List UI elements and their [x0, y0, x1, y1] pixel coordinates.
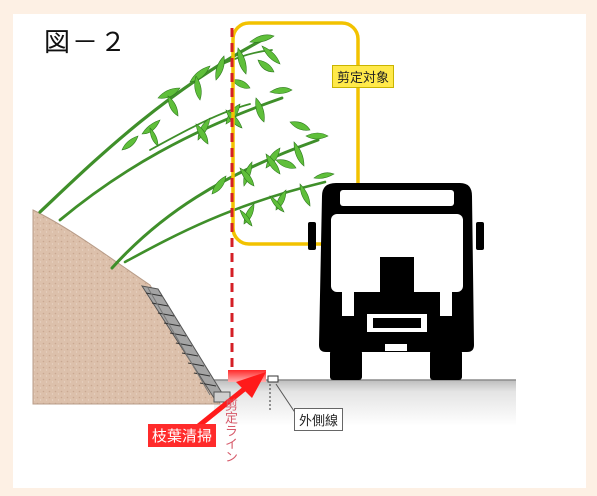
outer-line-label: 外側線 [294, 408, 344, 431]
bamboo-stem [38, 38, 327, 270]
retaining-wall [140, 285, 231, 403]
branch-leaf-cleaning-label: 枝葉清掃 [148, 424, 217, 447]
pruning-line-label: 剪定ライン [222, 398, 237, 463]
bamboo-plants [38, 34, 335, 270]
red-arrow-icon [193, 372, 266, 431]
figure-title: 図－２ [44, 28, 129, 58]
road-surface [214, 380, 516, 426]
outer-line-marker [267, 375, 297, 415]
bamboo-leaves [121, 34, 335, 227]
earth-slope [32, 209, 221, 405]
bus-silhouette-icon [308, 183, 484, 380]
pruning-target-label: 剪定対象 [332, 65, 395, 88]
